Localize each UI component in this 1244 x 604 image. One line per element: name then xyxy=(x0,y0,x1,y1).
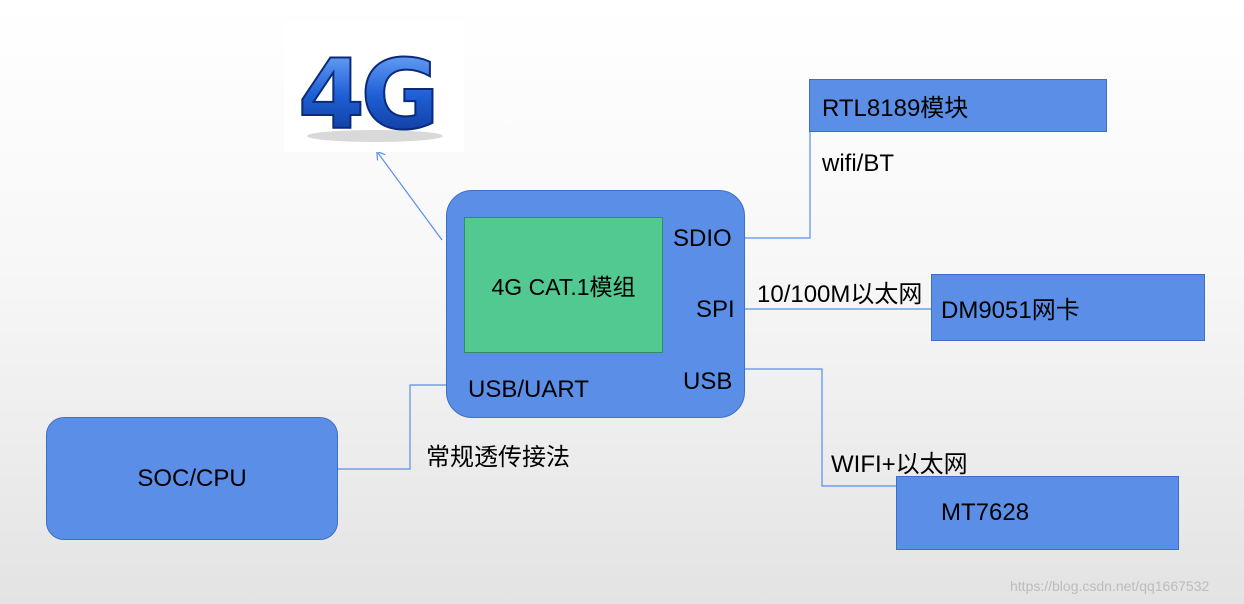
port-sdio-label: SDIO xyxy=(673,225,732,252)
rtl8189-label: RTL8189模块 xyxy=(822,95,969,122)
port-spi-label: SPI xyxy=(696,296,735,323)
wire-soc-usbuart xyxy=(337,384,447,470)
module-chip: 4G CAT.1模组 xyxy=(464,217,663,353)
module-title: 4G CAT.1模组 xyxy=(491,274,636,300)
dm9051-box: DM9051网卡 xyxy=(931,274,1205,341)
arrow-to-logo xyxy=(378,153,443,241)
rtl8189-link-label: wifi/BT xyxy=(822,150,894,177)
soc-cpu-box: SOC/CPU xyxy=(46,417,338,540)
rtl8189-module-box: RTL8189模块 xyxy=(809,79,1107,132)
wire-sdio-rtl8189 xyxy=(745,80,811,239)
wire-usb-mt7628 xyxy=(745,368,897,487)
watermark: https://blog.csdn.net/qq1667532 xyxy=(1010,578,1210,594)
4g-logo-icon: 4G xyxy=(297,38,443,148)
port-usb-label: USB xyxy=(683,368,733,395)
mt7628-link-label: WIFI+以太网 xyxy=(831,451,968,478)
mt7628-label: MT7628 xyxy=(941,499,1030,526)
dm9051-link-label: 10/100M以太网 xyxy=(757,281,923,308)
mt7628-box: MT7628 xyxy=(896,476,1179,550)
dm9051-label: DM9051网卡 xyxy=(941,297,1080,324)
soc-link-label: 常规透传接法 xyxy=(426,444,570,471)
svg-text:4G: 4G xyxy=(298,39,436,148)
port-usb-uart-label: USB/UART xyxy=(468,376,589,403)
soc-cpu-label: SOC/CPU xyxy=(137,464,247,492)
